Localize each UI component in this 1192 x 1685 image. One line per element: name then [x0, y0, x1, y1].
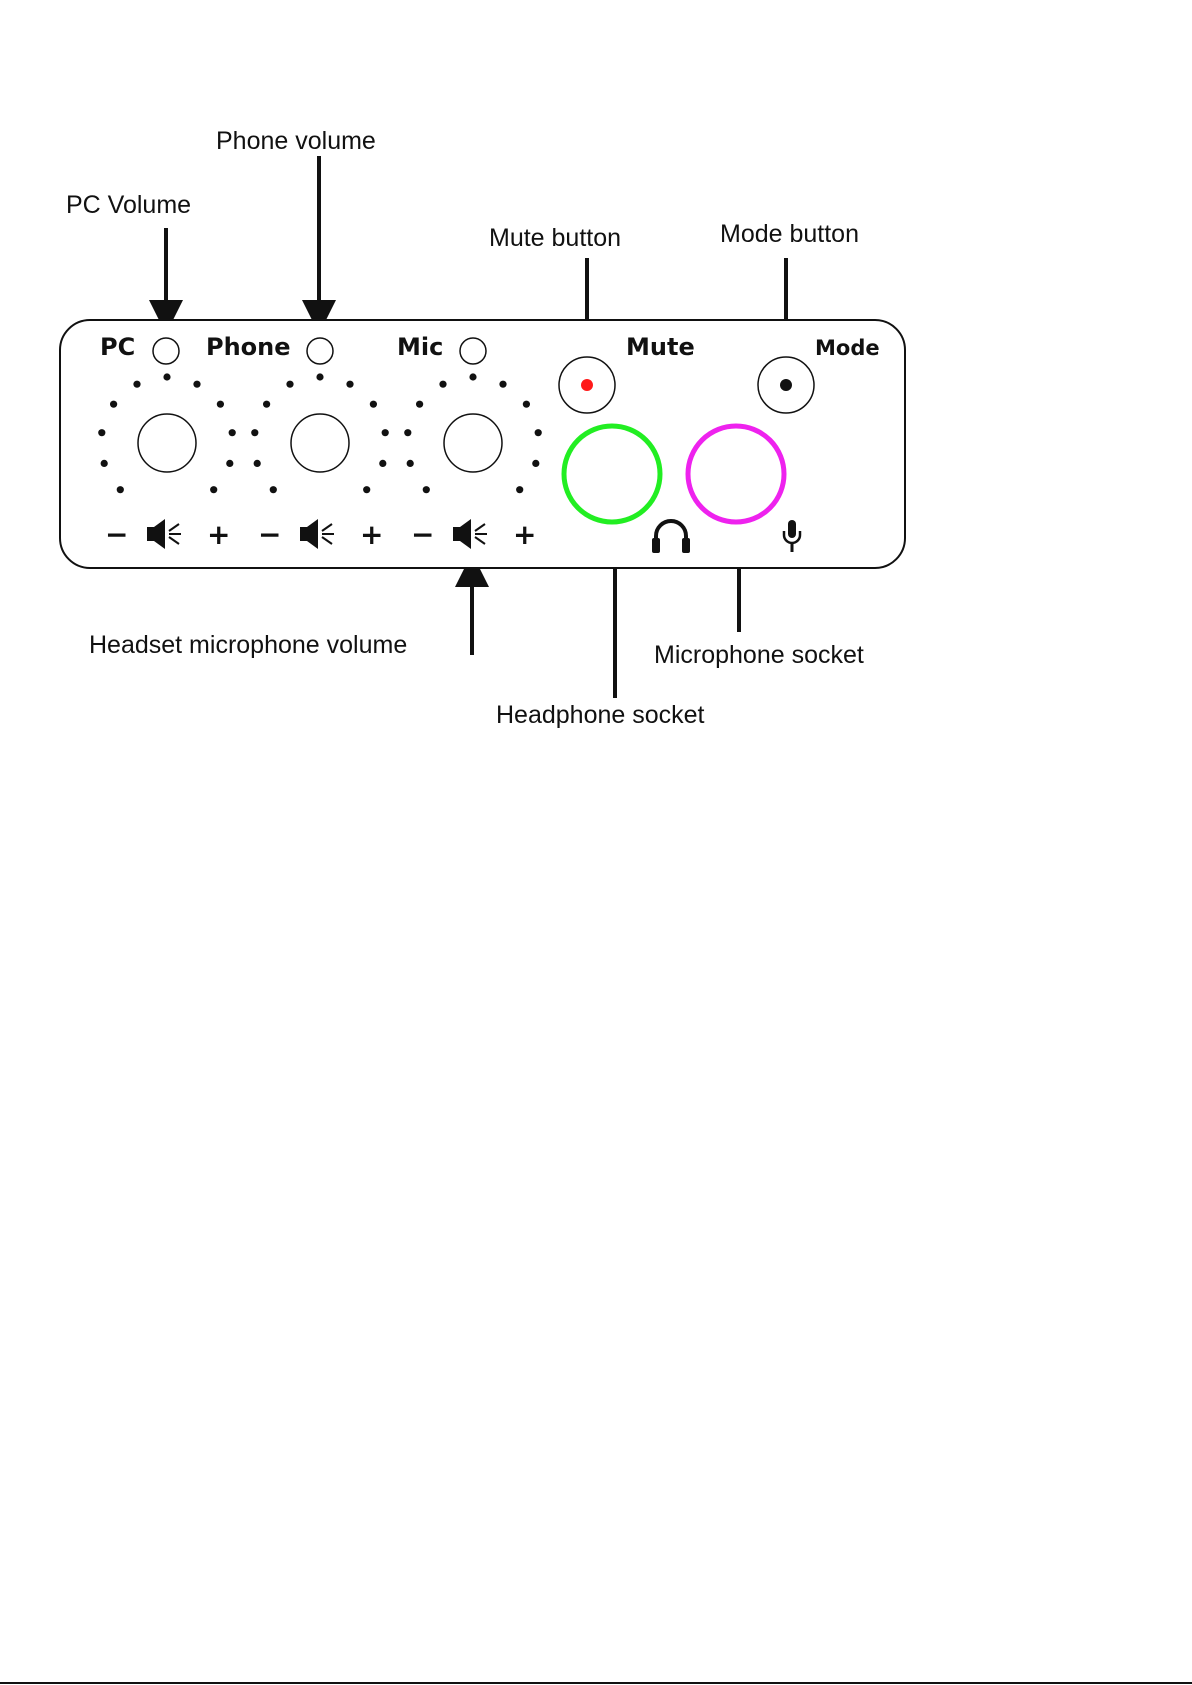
scale-dot: [346, 381, 353, 388]
pc-plus-sign: +: [207, 518, 230, 551]
page-bottom-rule: [0, 1682, 1192, 1684]
mute-label: Mute: [626, 333, 695, 361]
microphone-socket[interactable]: [688, 426, 784, 522]
scale-dot: [499, 381, 506, 388]
scale-dot: [532, 460, 539, 467]
pc-indicator-led: [153, 338, 179, 364]
microphone-socket-callout: Microphone socket: [654, 641, 864, 669]
mic-minus-sign: −: [411, 518, 434, 551]
phone-indicator-led: [307, 338, 333, 364]
headphone-socket[interactable]: [564, 426, 660, 522]
scale-dot: [316, 373, 323, 380]
scale-dot: [210, 486, 217, 493]
mode-label: Mode: [815, 336, 880, 360]
pc-volume-callout: PC Volume: [66, 191, 191, 219]
scale-dot: [407, 460, 414, 467]
scale-dot: [226, 460, 233, 467]
pc-volume-knob[interactable]: [138, 414, 196, 472]
phone-volume-knob[interactable]: [291, 414, 349, 472]
scale-dot: [251, 429, 258, 436]
scale-dot: [416, 401, 423, 408]
mic-volume-knob[interactable]: [444, 414, 502, 472]
mic-plus-sign: +: [513, 518, 536, 551]
mode-indicator-dot: [780, 379, 792, 391]
scale-dot: [98, 429, 105, 436]
headphone-socket-callout: Headphone socket: [496, 701, 705, 729]
scale-dot: [382, 429, 389, 436]
scale-dot: [229, 429, 236, 436]
scale-dot: [217, 401, 224, 408]
scale-dot: [110, 401, 117, 408]
mute-led: [581, 379, 593, 391]
pc-minus-sign: −: [105, 518, 128, 551]
scale-dot: [379, 460, 386, 467]
pc-label: PC: [100, 333, 135, 361]
mode-button-callout: Mode button: [720, 220, 859, 248]
scale-dot: [469, 373, 476, 380]
scale-dot: [193, 381, 200, 388]
scale-dot: [163, 373, 170, 380]
scale-dot: [286, 381, 293, 388]
scale-dot: [370, 401, 377, 408]
scale-dot: [263, 401, 270, 408]
phone-plus-sign: +: [360, 518, 383, 551]
scale-dot: [363, 486, 370, 493]
arrow-pc-volume: [149, 228, 183, 334]
phone-volume-callout: Phone volume: [216, 127, 376, 155]
headset-mic-volume-callout: Headset microphone volume: [89, 631, 407, 659]
scale-dot: [439, 381, 446, 388]
mute-button-callout: Mute button: [489, 224, 621, 252]
scale-dot: [404, 429, 411, 436]
mic-label: Mic: [397, 333, 443, 361]
scale-dot: [270, 486, 277, 493]
scale-dot: [117, 486, 124, 493]
scale-dot: [523, 401, 530, 408]
phone-minus-sign: −: [258, 518, 281, 551]
arrow-phone-volume: [302, 156, 336, 334]
scale-dot: [516, 486, 523, 493]
scale-dot: [423, 486, 430, 493]
phone-label: Phone: [206, 333, 291, 361]
scale-dot: [535, 429, 542, 436]
scale-dot: [101, 460, 108, 467]
scale-dot: [254, 460, 261, 467]
mic-indicator-led: [460, 338, 486, 364]
scale-dot: [133, 381, 140, 388]
